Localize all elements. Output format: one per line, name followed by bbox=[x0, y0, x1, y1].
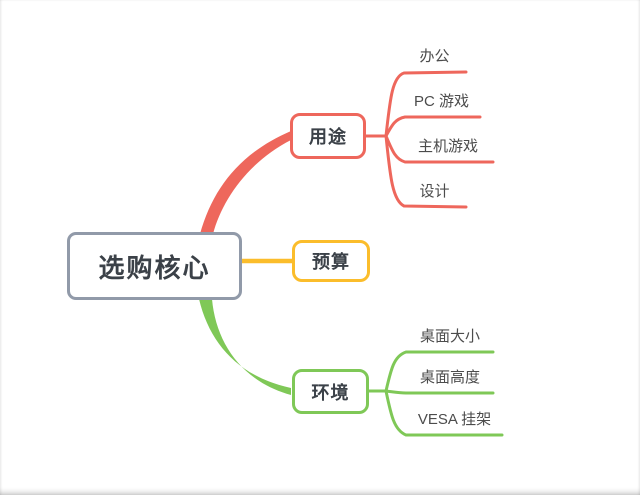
topic-budget-label: 预算 bbox=[312, 252, 350, 272]
env-to-vesa-mount bbox=[384, 389, 504, 437]
root-topic-label: 选购核心 bbox=[98, 252, 211, 283]
usage-to-office bbox=[384, 70, 468, 138]
leaf-desk-height[interactable]: 桌面高度 bbox=[419, 369, 480, 386]
topic-environment[interactable]: 环境 bbox=[292, 369, 369, 414]
usage-to-pc-gaming bbox=[384, 115, 482, 138]
root-topic[interactable]: 选购核心 bbox=[67, 232, 242, 300]
leaf-desk-size[interactable]: 桌面大小 bbox=[419, 328, 480, 345]
leaf-vesa-mount[interactable]: VESA 挂架 bbox=[417, 411, 492, 428]
topic-usage-label: 用途 bbox=[309, 127, 347, 147]
usage-to-design bbox=[384, 134, 468, 209]
topic-usage[interactable]: 用途 bbox=[290, 113, 366, 159]
env-to-desk-height bbox=[384, 389, 495, 395]
topic-budget[interactable]: 预算 bbox=[292, 240, 370, 282]
env-to-desk-size bbox=[384, 350, 495, 393]
leaf-pc-gaming[interactable]: PC 游戏 bbox=[413, 93, 469, 110]
branch-line-usage bbox=[200, 131, 291, 234]
branch-line-environment bbox=[199, 299, 291, 395]
leaf-office[interactable]: 办公 bbox=[419, 48, 450, 65]
leaf-design[interactable]: 设计 bbox=[419, 183, 450, 200]
leaf-console-gaming[interactable]: 主机游戏 bbox=[417, 138, 478, 155]
topic-environment-label: 环境 bbox=[311, 382, 350, 403]
